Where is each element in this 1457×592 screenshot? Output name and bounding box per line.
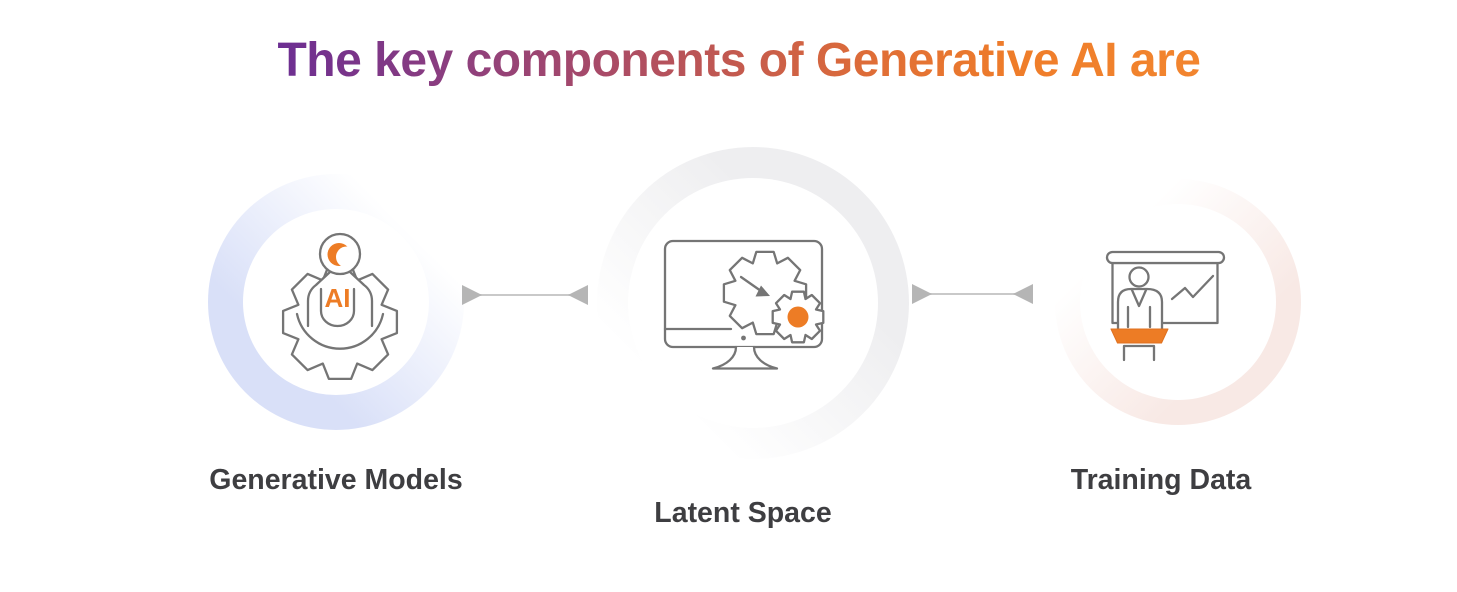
latent-space-label: Latent Space: [654, 497, 832, 529]
presentation-chart-podium-icon: [1105, 250, 1226, 362]
monitor-gears-icon: [663, 239, 825, 370]
training-data-label: Training Data: [1070, 464, 1252, 496]
board-top-rail: [1105, 250, 1226, 265]
arrowhead-left-icon: [1013, 284, 1033, 304]
cradle-arc: [295, 312, 385, 350]
presenter-body: [1116, 287, 1164, 331]
podium-top: [1110, 328, 1169, 344]
latent-space-ring: [597, 147, 909, 459]
ai-gear-person-icon: AI: [281, 232, 399, 381]
line-chart-icon: [1170, 274, 1215, 301]
title-container: The key components of Generative AI are: [0, 33, 1457, 88]
crescent-cutout: [336, 246, 357, 268]
presenter-collar: [1130, 288, 1148, 308]
arrowhead-right-icon: [462, 285, 482, 305]
arrow-shaft: [739, 275, 763, 293]
presenter-head: [1128, 266, 1150, 288]
gear-hub-dot: [787, 306, 809, 328]
microphone-body: [319, 287, 356, 328]
connector-arrow-1: [462, 285, 588, 305]
generative-models-label: Generative Models: [209, 464, 463, 496]
monitor-dot: [741, 335, 746, 341]
connector-arrow-2: [912, 284, 1033, 304]
arrowhead-left-icon: [568, 285, 588, 305]
monitor-stand: [711, 345, 779, 370]
arrowhead-right-icon: [912, 284, 932, 304]
arrow-head-icon: [755, 285, 770, 297]
ai-badge-text: AI: [325, 283, 351, 313]
page-title: The key components of Generative AI are: [277, 34, 1201, 87]
podium-stand: [1122, 344, 1156, 362]
